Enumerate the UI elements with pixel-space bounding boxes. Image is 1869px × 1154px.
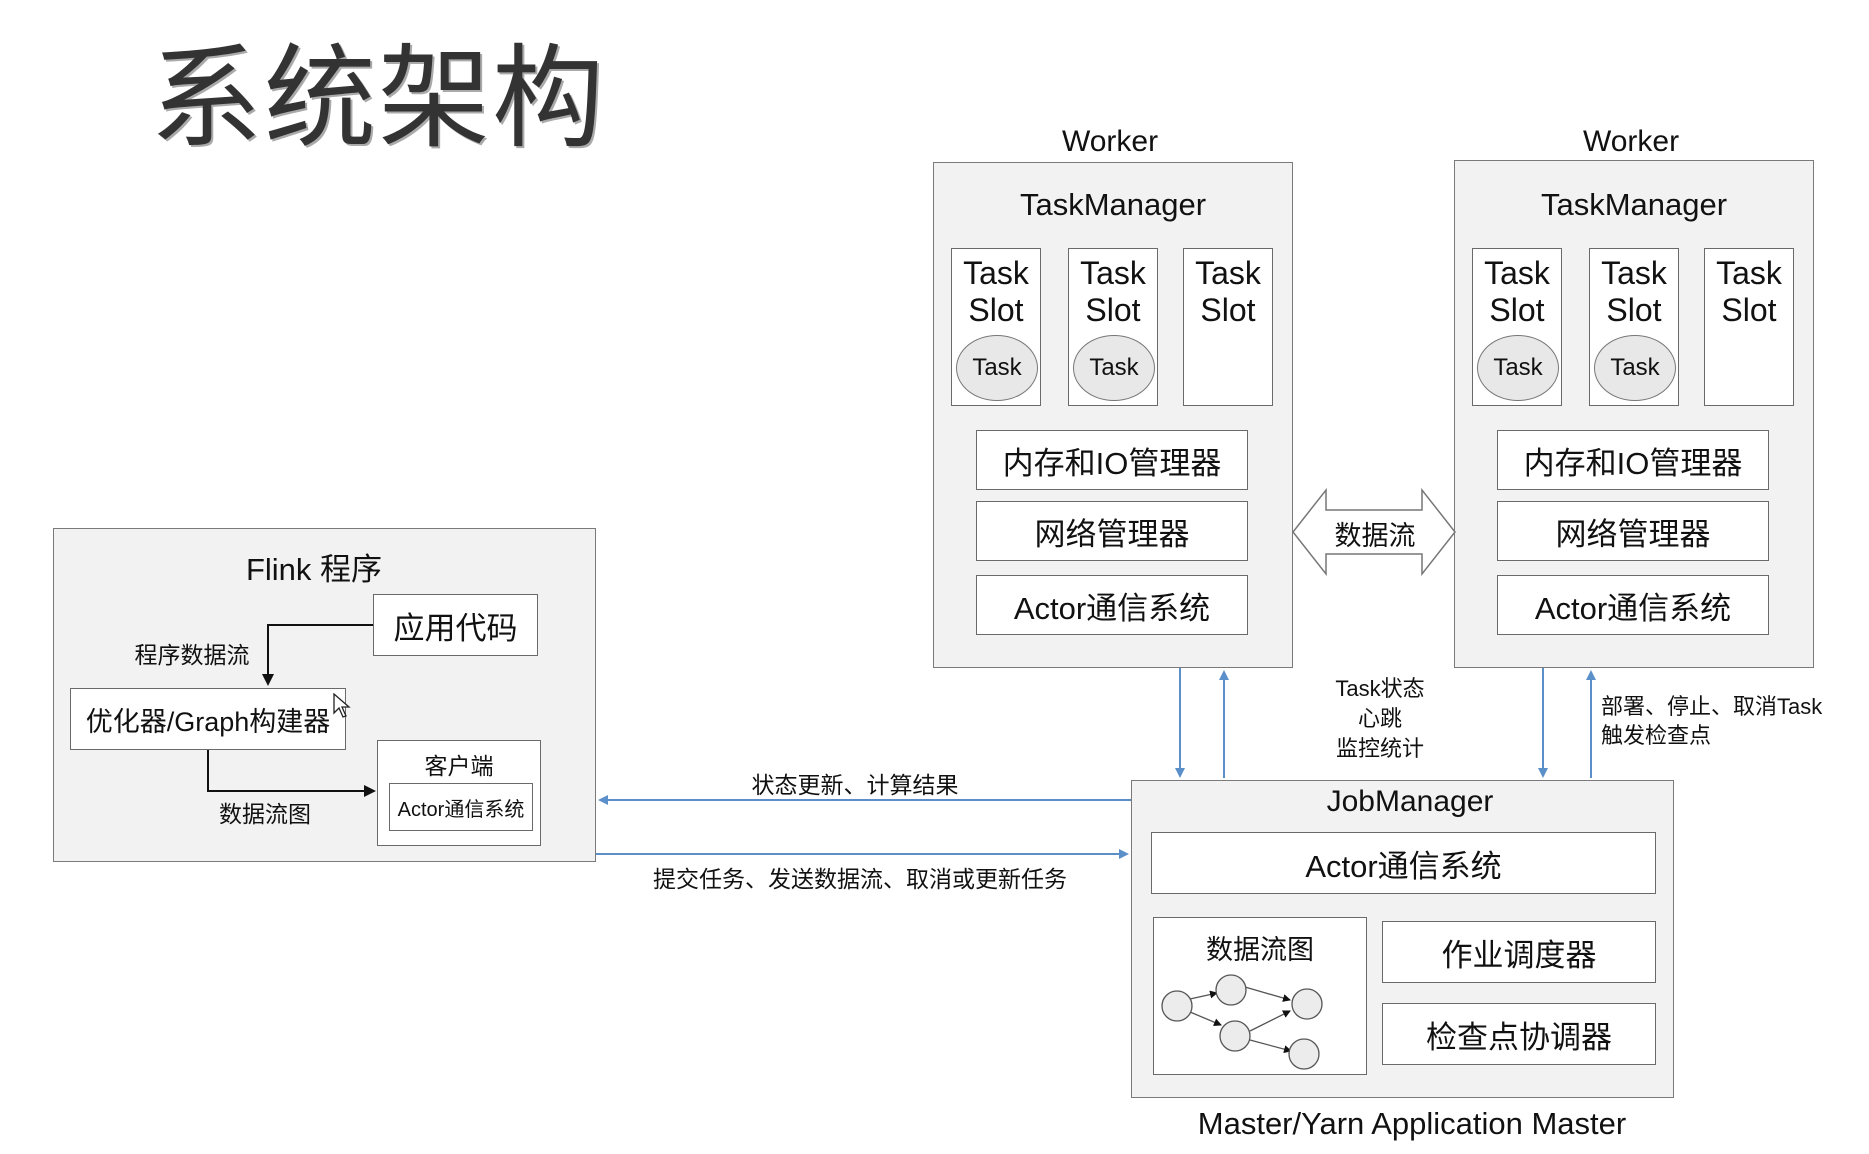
optimizer-graph-builder: 优化器/Graph构建器 — [70, 688, 346, 750]
mini-dataflow-graph — [1161, 974, 1323, 1070]
trigger-checkpoint-note: 触发检查点 — [1601, 723, 1712, 748]
task-slot-label: Task — [963, 255, 1029, 291]
optimizer-to-client-arrow — [207, 750, 376, 797]
status-update-label: 状态更新、计算结果 — [751, 772, 959, 798]
task-slot-label: Task — [1195, 255, 1261, 291]
actor-system: Actor通信系统 — [976, 575, 1248, 635]
memory-io-manager: 内存和IO管理器 — [1497, 430, 1769, 490]
actor-system: Actor通信系统 — [1497, 575, 1769, 635]
task-node: Task — [1073, 335, 1155, 401]
jobmanager-actor-system: Actor通信系统 — [1151, 832, 1656, 894]
task-slot-label: Task — [1601, 255, 1667, 291]
app-code-box: 应用代码 — [373, 594, 538, 656]
task-node: Task — [1594, 335, 1676, 401]
network-manager: 网络管理器 — [1497, 501, 1769, 561]
job-scheduler: 作业调度器 — [1382, 921, 1656, 983]
dataflow-label: 数据流 — [1334, 520, 1416, 551]
task-slot-label: Task — [1716, 255, 1782, 291]
taskmanager-label: TaskManager — [1019, 187, 1207, 222]
memory-io-manager: 内存和IO管理器 — [976, 430, 1248, 490]
client-actor-system: Actor通信系统 — [389, 783, 533, 831]
task-slot-label: Task — [1484, 255, 1550, 291]
task-slot-label: Task — [1080, 255, 1146, 291]
jobmanager-title: JobManager — [1326, 785, 1494, 818]
network-manager: 网络管理器 — [976, 501, 1248, 561]
checkpoint-coordinator: 检查点协调器 — [1382, 1003, 1656, 1065]
dataflow-graph-label: 数据流图 — [219, 801, 311, 827]
program-dataflow-label: 程序数据流 — [134, 642, 250, 668]
worker-label: Worker — [1582, 125, 1680, 158]
submit-job-label: 提交任务、发送数据流、取消或更新任务 — [653, 866, 1067, 892]
app-code-to-optimizer-arrow — [262, 624, 373, 686]
task-node: Task — [1477, 335, 1559, 401]
dataflow-double-arrow — [1292, 487, 1456, 577]
taskmanager-label: TaskManager — [1540, 187, 1728, 222]
monitoring-note: 监控统计 — [1335, 736, 1424, 761]
mouse-cursor-icon — [333, 693, 351, 718]
master-footer-label: Master/Yarn Application Master — [1197, 1106, 1627, 1141]
page-title: 系统架构 — [150, 34, 606, 164]
task-status-note: Task状态 — [1335, 676, 1425, 701]
deploy-note: 部署、停止、取消Task — [1601, 694, 1823, 719]
flink-program-title: Flink 程序 — [245, 551, 383, 587]
worker-label: Worker — [1061, 125, 1159, 158]
heartbeat-note: 心跳 — [1357, 706, 1402, 731]
task-node: Task — [956, 335, 1038, 401]
